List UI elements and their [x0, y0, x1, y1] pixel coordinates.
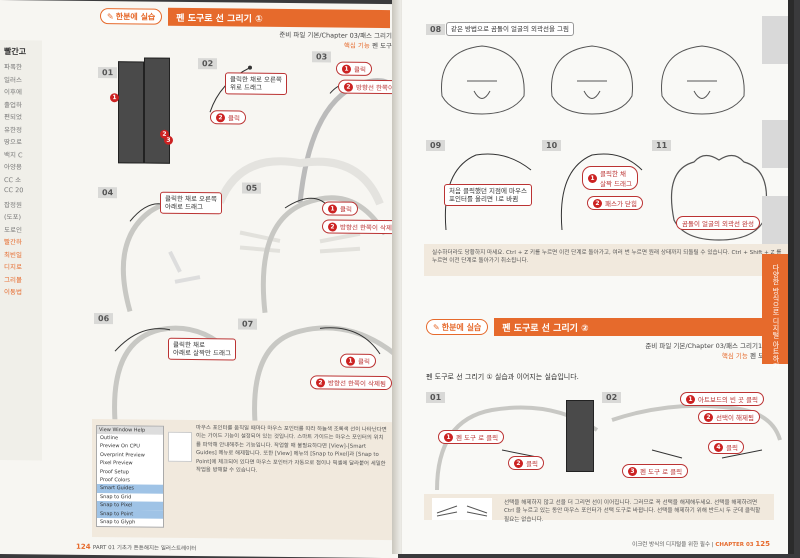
sidebar-item: 잡정원 — [0, 199, 42, 212]
step01-marker-3: 3 — [164, 136, 173, 145]
cursor-preview — [168, 432, 192, 462]
step07-bear — [250, 313, 398, 425]
section2-title: 펜 도구로 선 그리기 ② — [494, 318, 766, 336]
section2-header: ✎한분에 실습 펜 도구로 선 그리기 ② — [426, 318, 766, 336]
section-header: ✎한분에 실습 펜 도구로 선 그리기 ① — [100, 7, 390, 28]
step09-hover-callout: 처음 클릭했던 지점에 마우스 포인터를 올리면 ⌇로 바뀜 — [444, 184, 532, 206]
sidebar-item: 아양용 — [0, 161, 42, 174]
book-edge — [788, 0, 794, 554]
sidebar-item: 빨간하 — [0, 236, 42, 249]
step-08: 08 — [426, 24, 445, 35]
section-title: 펜 도구로 선 그리기 ① — [168, 8, 390, 28]
side-tab — [762, 120, 788, 168]
step06-drag-callout: 클릭한 채로 아래로 살짝만 드래그 — [168, 338, 236, 361]
side-tab — [762, 16, 788, 64]
menu-item[interactable]: Snap to Pixel — [97, 501, 163, 510]
sidebar-item: 출업하 — [0, 99, 42, 112]
sidebar-item: CC 20 — [0, 186, 42, 199]
step08-bear-faces — [432, 36, 762, 116]
right-page-footer: 이크런 방식의 디지털을 위한 필수 | CHAPTER 03 125 — [632, 540, 770, 548]
step06-bear — [110, 311, 240, 422]
sidebar-item: 일러스 — [0, 74, 42, 87]
menu-item[interactable]: Pixel Preview — [97, 459, 163, 468]
left-page-number: 124 PART 01 기초가 튼튼해지는 일러스트레이터 — [76, 543, 196, 552]
sidebar-item: 파폭한 — [0, 61, 42, 74]
section-meta: 준비 파일 기본/Chapter 03/패스 그리기 핵심 기능 펜 도구 — [279, 29, 392, 50]
sidebar-item: 이동법 — [0, 286, 42, 299]
sidebar-item: 도로인 — [0, 224, 42, 237]
step11-done-label: 곰돌이 얼굴의 외곽선 완성 — [676, 216, 760, 230]
side-tab-active: 다양한 방식으로 디지털 아트하기 — [762, 254, 788, 364]
sidebar-item: (도포) — [0, 211, 42, 224]
deselect-note-illustration — [432, 498, 492, 520]
step01-marker-1: 1 — [110, 93, 119, 102]
sidebar-item: 편되었 — [0, 111, 42, 124]
sidebar-item: 디지로 — [0, 261, 42, 274]
sidebar-item: CC 소 — [0, 174, 42, 187]
menu-item[interactable]: Snap to Glyph — [97, 518, 163, 527]
right-page: 08 같은 방법으로 곰돌이 얼굴의 외곽선을 그림 09 처음 클릭했던 지점… — [402, 0, 794, 554]
step04-drag-callout: 클릭한 채로 오른쪽 아래로 드래그 — [160, 192, 222, 215]
step-03: 03 — [312, 51, 331, 62]
sidebar-title: 빨간고 — [0, 40, 42, 61]
toolbox-small — [118, 61, 144, 163]
sidebar-item: 유한정 — [0, 124, 42, 137]
sidebar-item: 땅으로 — [0, 136, 42, 149]
side-tab — [762, 196, 788, 244]
tip-text: 마우스 포인터를 움직일 때마다 마우스 포인터를 따라 하늘색 조록색 선이 … — [196, 424, 388, 476]
sidebar-item: 그리볼 — [0, 274, 42, 287]
step10-bear — [552, 150, 647, 230]
step08-title: 같은 방법으로 곰돌이 얼굴의 외곽선을 그림 — [446, 22, 574, 36]
step2-toolbox — [566, 400, 594, 472]
section2-badge: ✎한분에 실습 — [426, 319, 488, 335]
section-badge: ✎한분에 실습 — [100, 8, 162, 25]
sidebar-item: 이후에 — [0, 86, 42, 99]
section2-meta: 준비 파일 기본/Chapter 03/패스 그리기1.ai 핵심 기능 펜 도… — [645, 340, 770, 360]
side-tab-label: 다양한 방식으로 디지털 아트하기 — [771, 264, 781, 369]
undo-note: 실수하더라도 당황하지 마세요. Ctrl + Z 키를 누르면 이전 단계로 … — [424, 244, 790, 276]
step02-drag-callout: 클릭한 채로 오른쪽 위로 드래그 — [225, 72, 287, 95]
toolbox-expanded — [144, 58, 170, 164]
section2-intro: 펜 도구로 선 그리기 ① 실습과 이어지는 실습입니다. — [426, 372, 579, 382]
sidebar-item: 백지 C — [0, 149, 42, 162]
step-01: 01 — [98, 67, 117, 78]
sidebar-item: 최빈일 — [0, 249, 42, 262]
